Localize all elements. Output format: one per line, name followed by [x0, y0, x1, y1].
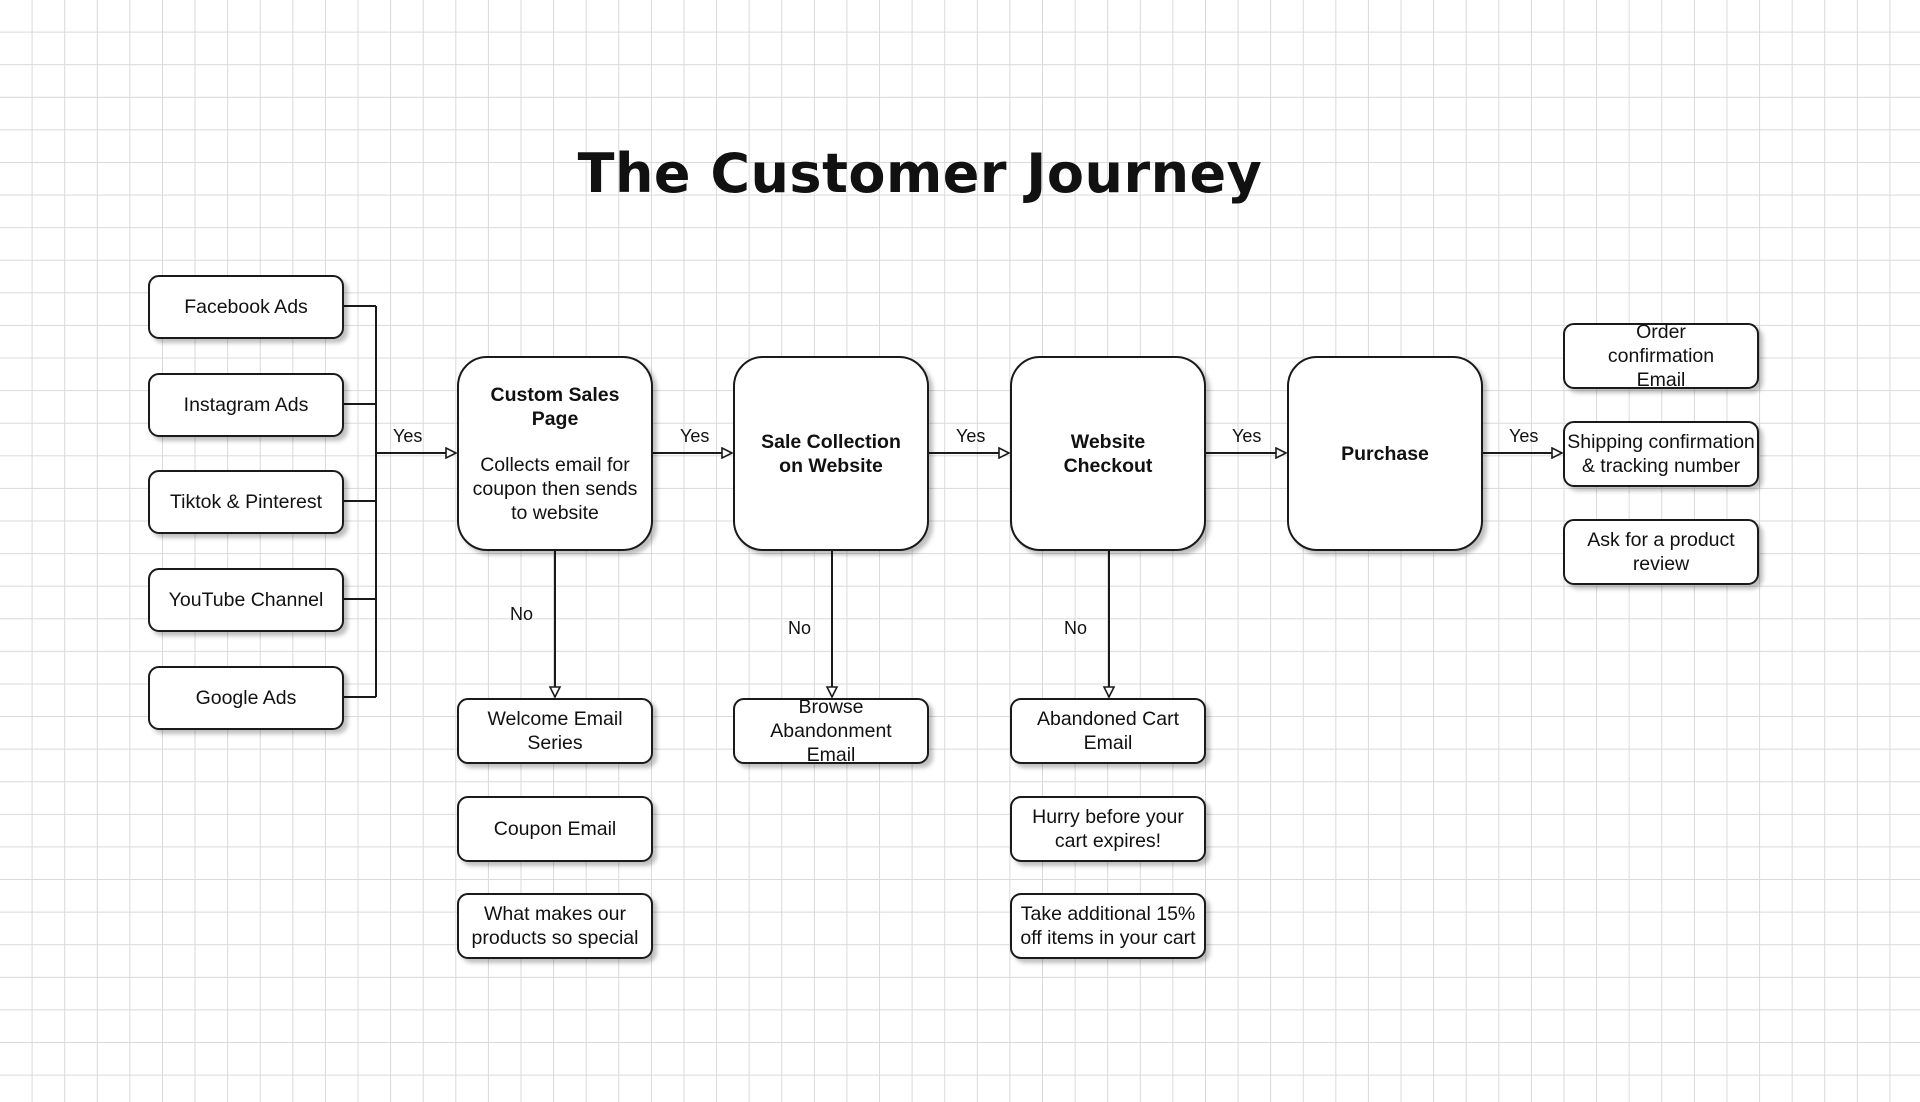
email-coupon[interactable]: Coupon Email — [457, 796, 653, 862]
email-label: Abandoned Cart Email — [1036, 708, 1180, 754]
outcome-product-review[interactable]: Ask for a product review — [1563, 519, 1759, 585]
source-label: Instagram Ads — [183, 394, 309, 416]
source-tiktok-pinterest[interactable]: Tiktok & Pinterest — [148, 470, 344, 534]
source-label: Tiktok & Pinterest — [169, 491, 323, 513]
step-purchase[interactable]: Purchase — [1287, 356, 1483, 551]
step-sale-collection[interactable]: Sale Collection on Website — [733, 356, 929, 551]
email-what-makes-special[interactable]: What makes our products so special — [457, 893, 653, 959]
email-welcome-series[interactable]: Welcome Email Series — [457, 698, 653, 764]
source-facebook-ads[interactable]: Facebook Ads — [148, 275, 344, 339]
email-label: Coupon Email — [493, 818, 617, 840]
source-google-ads[interactable]: Google Ads — [148, 666, 344, 730]
step-custom-sales-page[interactable]: Custom Sales Page Collects email for cou… — [457, 356, 653, 551]
page-title: The Customer Journey — [577, 142, 1263, 205]
edge-label-yes: Yes — [956, 426, 986, 446]
edge-label-no: No — [510, 604, 534, 624]
edge-label-yes: Yes — [1509, 426, 1539, 446]
step-description: Collects email for coupon then sends to … — [472, 453, 638, 524]
email-abandoned-cart[interactable]: Abandoned Cart Email — [1010, 698, 1206, 764]
source-label: Facebook Ads — [184, 296, 308, 318]
step-title: Website Checkout — [1063, 430, 1153, 477]
step-title: Custom Sales Page — [490, 383, 620, 430]
step-website-checkout[interactable]: Website Checkout — [1010, 356, 1206, 551]
edge-label-no: No — [788, 618, 812, 638]
email-label: Take additional 15% off items in your ca… — [1020, 903, 1196, 949]
email-label: Welcome Email Series — [487, 708, 623, 754]
outcome-shipping-confirmation[interactable]: Shipping confirmation & tracking number — [1563, 421, 1759, 487]
edge-label-yes: Yes — [1232, 426, 1262, 446]
email-browse-abandonment[interactable]: Browse Abandonment Email — [733, 696, 929, 766]
outcome-label: Shipping confirmation & tracking number — [1567, 431, 1755, 477]
outcome-label: Ask for a product review — [1587, 529, 1735, 575]
edge-label-no: No — [1064, 618, 1088, 638]
outcome-order-confirmation[interactable]: Order confirmation Email — [1563, 321, 1759, 391]
email-hurry-cart-expires[interactable]: Hurry before your cart expires! — [1010, 796, 1206, 862]
source-youtube-channel[interactable]: YouTube Channel — [148, 568, 344, 632]
step-title: Sale Collection on Website — [761, 430, 901, 477]
email-additional-15-off[interactable]: Take additional 15% off items in your ca… — [1010, 893, 1206, 959]
source-instagram-ads[interactable]: Instagram Ads — [148, 373, 344, 437]
edge-label-yes: Yes — [680, 426, 710, 446]
edge-label-yes: Yes — [393, 426, 423, 446]
email-label: What makes our products so special — [471, 903, 639, 949]
email-label: Hurry before your cart expires! — [1032, 806, 1184, 852]
source-label: Google Ads — [195, 687, 297, 709]
email-label: Browse Abandonment Email — [770, 696, 892, 766]
source-label: YouTube Channel — [168, 589, 324, 611]
outcome-label: Order confirmation Email — [1607, 321, 1715, 391]
step-title: Purchase — [1341, 442, 1429, 465]
